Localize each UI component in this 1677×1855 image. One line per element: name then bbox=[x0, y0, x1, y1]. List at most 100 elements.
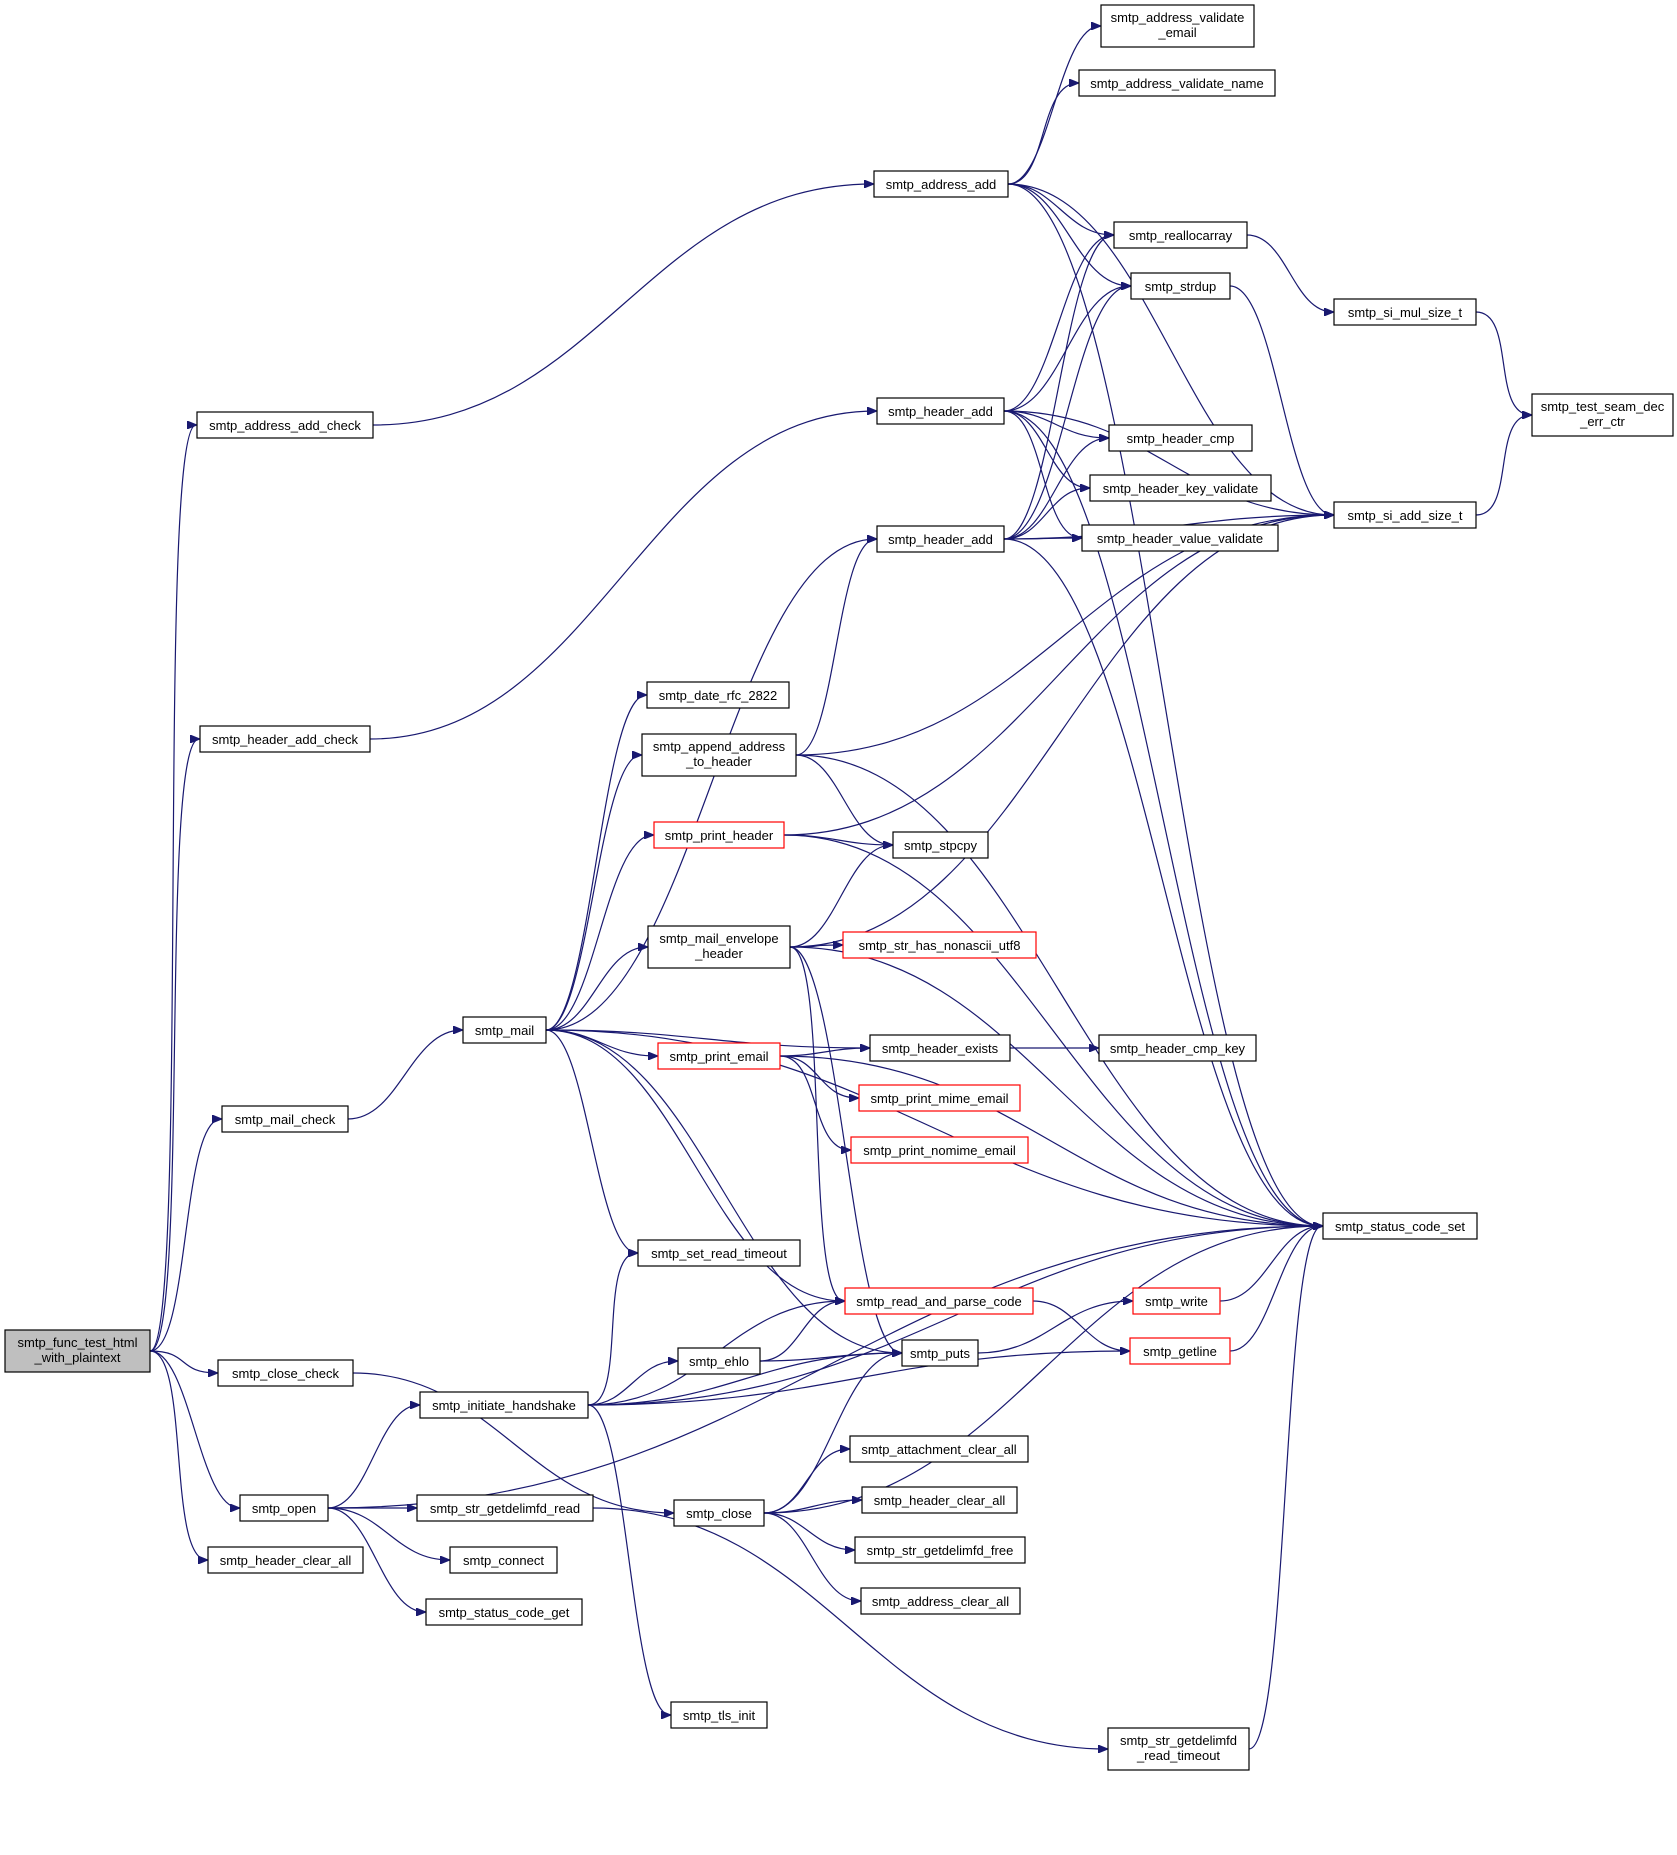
node-box bbox=[1132, 1287, 1221, 1315]
node-write[interactable]: smtp_write bbox=[1132, 1287, 1221, 1315]
node-header-exists[interactable]: smtp_header_exists bbox=[869, 1034, 1011, 1062]
nodes-layer: smtp_func_test_html_with_plaintext smtp_a… bbox=[4, 4, 1674, 1771]
node-box bbox=[1108, 424, 1253, 452]
node-header-add-1[interactable]: smtp_header_add bbox=[876, 397, 1005, 425]
node-strdup[interactable]: smtp_strdup bbox=[1130, 272, 1231, 300]
node-header-clear-all-l[interactable]: smtp_header_clear_all bbox=[207, 1546, 364, 1574]
node-print-nomime-email[interactable]: smtp_print_nomime_email bbox=[850, 1136, 1029, 1164]
node-date-rfc[interactable]: smtp_date_rfc_2822 bbox=[646, 681, 790, 709]
node-open[interactable]: smtp_open bbox=[239, 1494, 329, 1522]
node-header-clear-all-r[interactable]: smtp_header_clear_all bbox=[861, 1486, 1018, 1514]
node-reallocarray[interactable]: smtp_reallocarray bbox=[1113, 221, 1248, 249]
node-box bbox=[844, 1287, 1034, 1315]
edge-read_and_parse_code-to-getline bbox=[1032, 1300, 1129, 1351]
edge-ehlo-to-read_and_parse_code bbox=[759, 1301, 844, 1362]
node-address-add-check[interactable]: smtp_address_add_check bbox=[196, 411, 374, 439]
node-label: smtp_close_check bbox=[232, 1366, 339, 1381]
node-label: smtp_address_add_check bbox=[209, 418, 361, 433]
node-box bbox=[416, 1494, 594, 1522]
node-box bbox=[901, 1339, 979, 1367]
edge-puts-to-write bbox=[977, 1301, 1132, 1354]
node-initiate-handshake[interactable]: smtp_initiate_handshake bbox=[419, 1391, 589, 1419]
node-str-getdelimfd-read[interactable]: smtp_str_getdelimfd_read bbox=[416, 1494, 594, 1522]
node-header-key-validate[interactable]: smtp_header_key_validate bbox=[1089, 474, 1272, 502]
node-box bbox=[1129, 1337, 1231, 1365]
node-close-check[interactable]: smtp_close_check bbox=[217, 1359, 354, 1387]
node-attachment-clear-all[interactable]: smtp_attachment_clear_all bbox=[849, 1435, 1029, 1463]
node-label: smtp_print_mime_email bbox=[871, 1091, 1009, 1106]
node-connect[interactable]: smtp_connect bbox=[449, 1546, 558, 1574]
node-tls-init[interactable]: smtp_tls_init bbox=[670, 1701, 768, 1729]
node-label: smtp_str_getdelimfd_free bbox=[867, 1543, 1014, 1558]
node-print-email[interactable]: smtp_print_email bbox=[657, 1042, 781, 1070]
edge-address_add-to-address_validate_email bbox=[1007, 26, 1100, 185]
node-label: smtp_mail_check bbox=[235, 1112, 336, 1127]
node-box bbox=[849, 1435, 1029, 1463]
node-str-getdelimfd-read-timeout[interactable]: smtp_str_getdelimfd_read_timeout bbox=[1107, 1727, 1250, 1771]
edge-mail-to-date_rfc bbox=[545, 695, 646, 1031]
edge-mail-to-mail_envelope bbox=[545, 947, 647, 1031]
node-box bbox=[196, 411, 374, 439]
node-si-mul-size-t[interactable]: smtp_si_mul_size_t bbox=[1333, 298, 1477, 326]
node-header-add-2[interactable]: smtp_header_add bbox=[876, 525, 1005, 553]
node-label: smtp_address_add bbox=[886, 177, 997, 192]
node-status-code-get[interactable]: smtp_status_code_get bbox=[425, 1598, 583, 1626]
edge-si_mul_size_t-to-test_seam_dec_err_ctr bbox=[1475, 311, 1531, 415]
node-address-add[interactable]: smtp_address_add bbox=[873, 170, 1009, 198]
node-label: smtp_si_mul_size_t bbox=[1348, 305, 1463, 320]
node-box bbox=[876, 525, 1005, 553]
edge-address_add-to-strdup bbox=[1007, 183, 1130, 286]
node-box bbox=[1081, 524, 1279, 552]
node-label: smtp_str_has_nonascii_utf8 bbox=[859, 938, 1021, 953]
edge-address_add-to-status_code_set bbox=[1007, 183, 1322, 1226]
edge-mail_check-to-mail bbox=[347, 1030, 462, 1120]
node-mail[interactable]: smtp_mail bbox=[462, 1016, 547, 1044]
node-box bbox=[850, 1136, 1029, 1164]
node-mail-envelope[interactable]: smtp_mail_envelope_header bbox=[647, 925, 791, 969]
edge-root-to-header_add_check bbox=[149, 739, 199, 1352]
node-getline[interactable]: smtp_getline bbox=[1129, 1337, 1231, 1365]
node-box bbox=[419, 1391, 589, 1419]
node-close[interactable]: smtp_close bbox=[673, 1499, 765, 1527]
node-label: smtp_status_code_set bbox=[1335, 1219, 1465, 1234]
node-str-has-nonascii[interactable]: smtp_str_has_nonascii_utf8 bbox=[842, 931, 1037, 959]
node-si-add-size-t[interactable]: smtp_si_add_size_t bbox=[1333, 501, 1477, 529]
node-read-and-parse-code[interactable]: smtp_read_and_parse_code bbox=[844, 1287, 1034, 1315]
edge-close-to-str_getdelimfd_free bbox=[763, 1512, 854, 1550]
node-append-address[interactable]: smtp_append_address_to_header bbox=[641, 733, 797, 777]
node-address-validate-name[interactable]: smtp_address_validate_name bbox=[1078, 69, 1276, 97]
edge-mail-to-print_header bbox=[545, 835, 653, 1031]
node-box bbox=[858, 1084, 1021, 1112]
node-label: smtp_print_email bbox=[670, 1049, 769, 1064]
node-header-cmp-key[interactable]: smtp_header_cmp_key bbox=[1098, 1034, 1257, 1062]
node-status-code-set[interactable]: smtp_status_code_set bbox=[1322, 1212, 1478, 1240]
node-mail-check[interactable]: smtp_mail_check bbox=[221, 1105, 349, 1133]
node-set-read-timeout[interactable]: smtp_set_read_timeout bbox=[637, 1239, 801, 1267]
node-box bbox=[1333, 298, 1477, 326]
node-ehlo[interactable]: smtp_ehlo bbox=[677, 1347, 761, 1375]
node-header-value-validate[interactable]: smtp_header_value_validate bbox=[1081, 524, 1279, 552]
node-puts[interactable]: smtp_puts bbox=[901, 1339, 979, 1367]
node-box bbox=[641, 733, 797, 777]
edge-header_add_1-to-header_cmp bbox=[1003, 410, 1108, 438]
edge-print_email-to-status_code_set bbox=[779, 1055, 1322, 1226]
node-box bbox=[653, 821, 785, 849]
edge-root-to-address_add_check bbox=[149, 425, 196, 1352]
edge-header_add_1-to-strdup bbox=[1003, 286, 1130, 412]
edge-mail-to-append_address bbox=[545, 755, 641, 1031]
node-stpcpy[interactable]: smtp_stpcpy bbox=[892, 831, 989, 859]
node-str-getdelimfd-free[interactable]: smtp_str_getdelimfd_free bbox=[854, 1536, 1026, 1564]
node-print-mime-email[interactable]: smtp_print_mime_email bbox=[858, 1084, 1021, 1112]
node-header-add-check[interactable]: smtp_header_add_check bbox=[199, 725, 371, 753]
node-address-validate-email[interactable]: smtp_address_validate_email bbox=[1100, 4, 1255, 48]
node-label: smtp_ehlo bbox=[689, 1354, 749, 1369]
node-label: smtp_initiate_handshake bbox=[432, 1398, 576, 1413]
node-root[interactable]: smtp_func_test_html_with_plaintext bbox=[4, 1329, 151, 1373]
node-print-header[interactable]: smtp_print_header bbox=[653, 821, 785, 849]
edge-header_add_check-to-header_add_1 bbox=[369, 411, 876, 740]
edge-print_email-to-print_nomime_email bbox=[779, 1055, 850, 1150]
node-header-cmp[interactable]: smtp_header_cmp bbox=[1108, 424, 1253, 452]
edges-layer bbox=[149, 26, 1531, 1749]
node-address-clear-all[interactable]: smtp_address_clear_all bbox=[860, 1587, 1021, 1615]
node-test-seam-dec-err-ctr[interactable]: smtp_test_seam_dec_err_ctr bbox=[1531, 393, 1674, 437]
